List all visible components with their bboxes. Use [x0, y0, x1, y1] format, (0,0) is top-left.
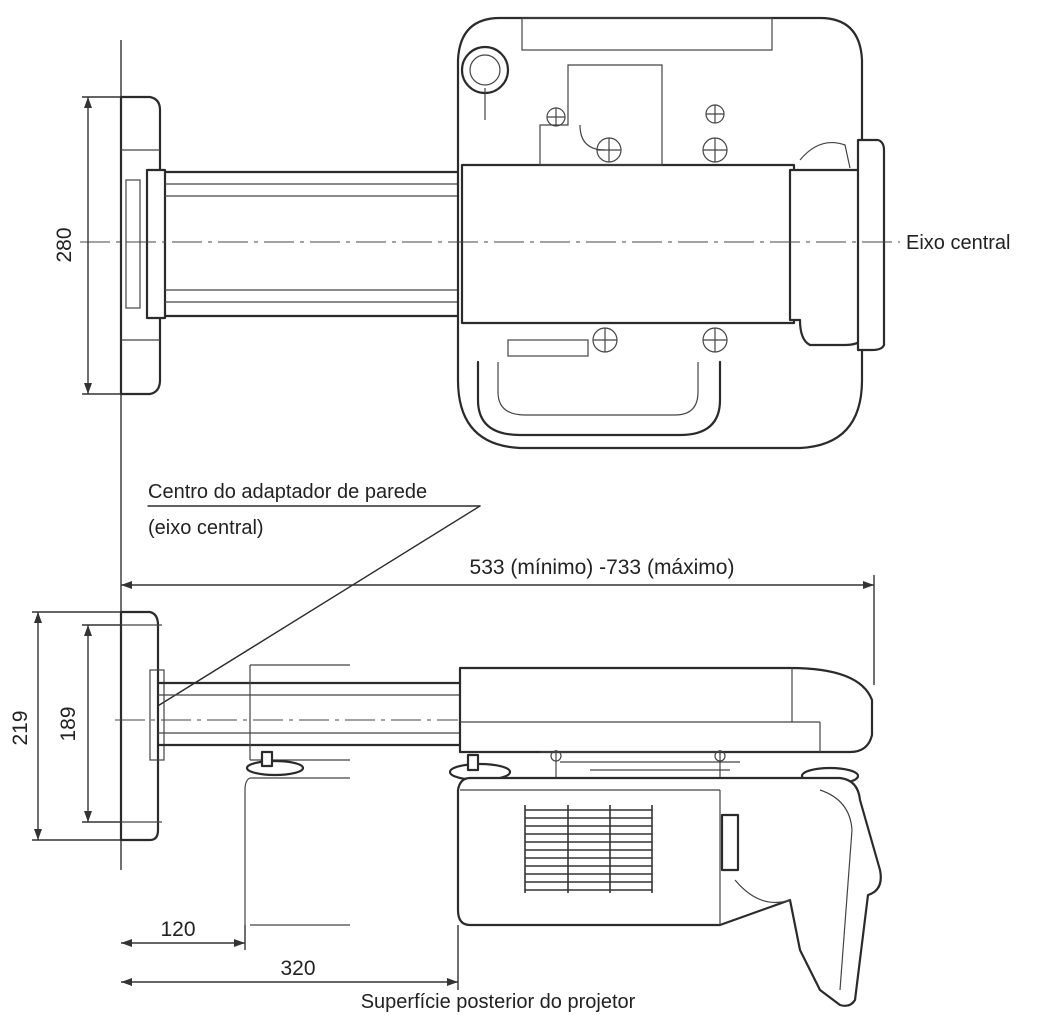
vent-grille	[524, 805, 653, 893]
adapter-center-sublabel: (eixo central)	[148, 517, 264, 539]
side-view: Centro do adaptador de parede (eixo cent…	[9, 481, 882, 1013]
top-view: Eixo central 280	[53, 16, 1011, 870]
wall-plate-side	[119, 610, 165, 842]
projector-body-top	[456, 16, 886, 450]
dimension-120	[121, 925, 246, 950]
dimension-189-label: 189	[57, 706, 80, 741]
dimension-219-label: 219	[9, 710, 32, 745]
dimension-280	[82, 96, 121, 395]
dimension-320-label: 320	[280, 957, 315, 980]
adapter-center-label: Centro do adaptador de parede	[148, 481, 427, 503]
dimension-120-label: 120	[160, 918, 195, 941]
dimension-219	[32, 611, 121, 841]
projector-rear-outline	[244, 777, 350, 926]
dimension-total-length-label: 533 (mínimo) -733 (máximo)	[470, 556, 735, 579]
adapter-center-leader	[139, 505, 481, 718]
dimension-320	[121, 925, 459, 990]
projector-body-side	[456, 776, 882, 1007]
rear-surface-label: Superfície posterior do projetor	[361, 991, 636, 1013]
dimension-total-length	[121, 575, 875, 685]
dimension-189	[82, 624, 121, 823]
central-axis-label: Eixo central	[906, 232, 1011, 254]
mount-bracket-side	[458, 666, 874, 782]
extension-arm-top	[145, 168, 460, 320]
dimension-280-label: 280	[53, 227, 76, 262]
extension-arm-side	[156, 664, 462, 761]
